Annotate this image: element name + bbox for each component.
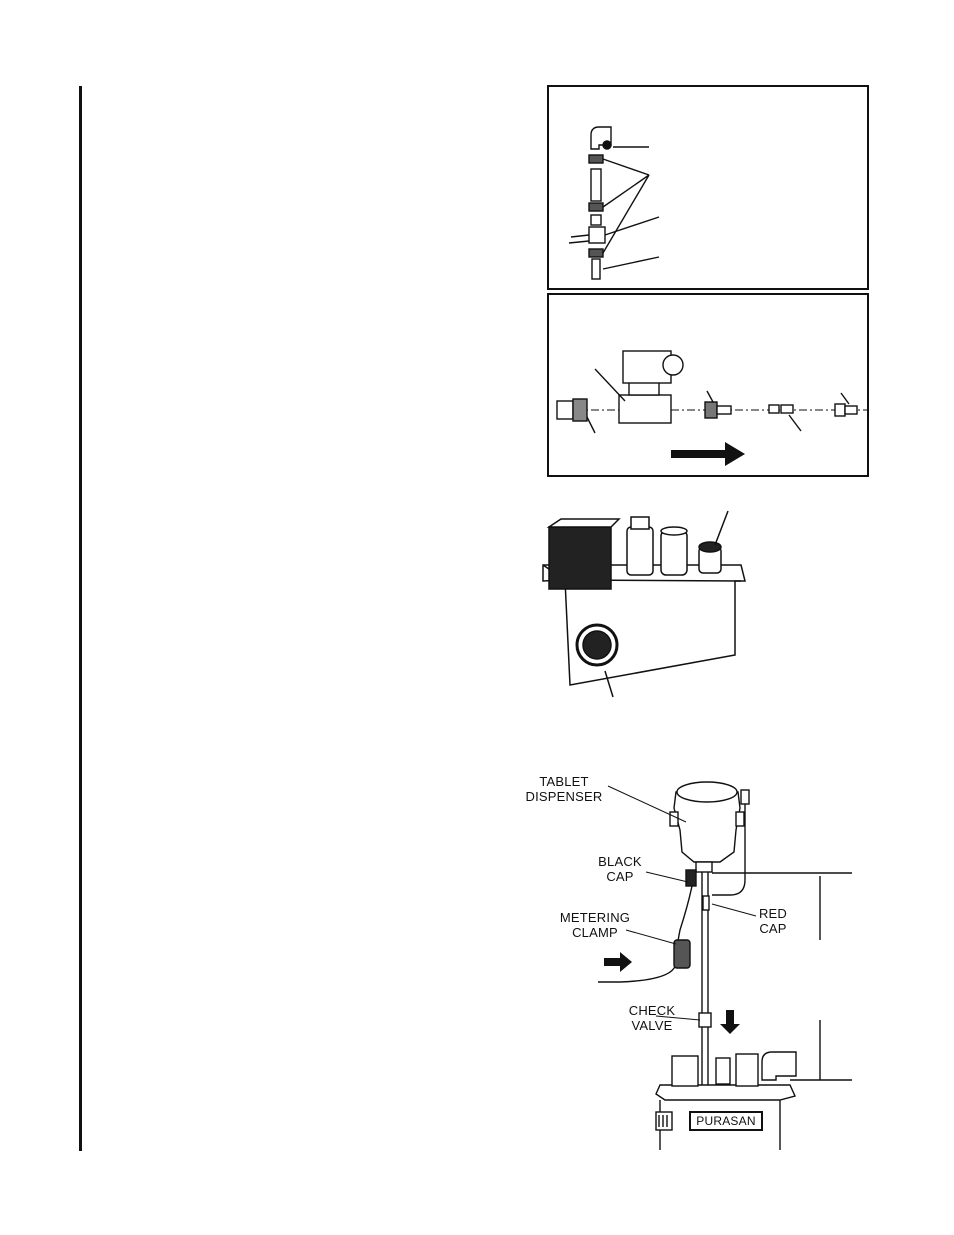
label-metering-clamp: METERING CLAMP [552,910,638,940]
tank-brand-label: PURASAN [690,1114,762,1129]
label-red-cap: RED CAP [748,906,798,936]
label-tablet-dispenser: TABLET DISPENSER [516,774,612,804]
label-check-valve: CHECK VALVE [618,1003,686,1033]
label-black-cap: BLACK CAP [590,854,650,884]
